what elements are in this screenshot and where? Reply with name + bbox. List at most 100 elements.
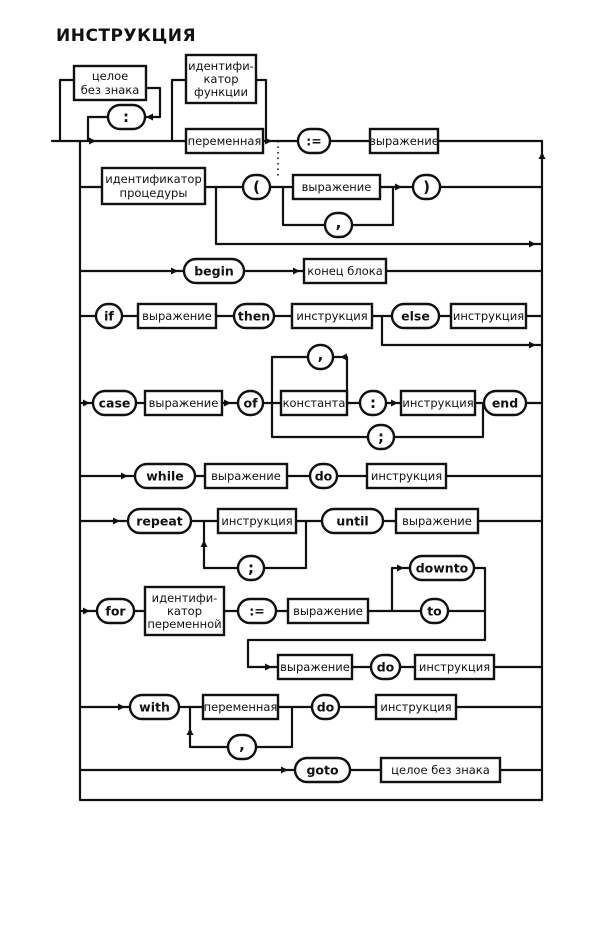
svg-text:идентифи-: идентифи- xyxy=(188,59,254,73)
svg-text::: : xyxy=(123,108,129,126)
arrowheads xyxy=(83,113,546,774)
svg-text:end: end xyxy=(492,396,518,411)
svg-text:,: , xyxy=(239,736,245,754)
svg-text:выражение: выражение xyxy=(280,660,350,674)
node-lparen: ( xyxy=(241,173,272,201)
svg-text:целое без знака: целое без знака xyxy=(391,763,490,777)
svg-text:;: ; xyxy=(248,559,254,577)
svg-text:do: do xyxy=(315,469,333,484)
node-colon: : xyxy=(106,103,147,131)
node-function-identifier: идентифи- катор функции xyxy=(184,53,258,105)
svg-text:переменная: переменная xyxy=(204,700,278,714)
node-of: of xyxy=(236,389,265,417)
svg-text:конец блока: конец блока xyxy=(307,264,383,278)
svg-text:выражение: выражение xyxy=(369,134,439,148)
node-do-3: do xyxy=(310,693,341,721)
svg-text:goto: goto xyxy=(306,763,339,778)
svg-text:with: with xyxy=(139,700,170,715)
svg-text:if: if xyxy=(104,309,114,324)
node-expression-6: выражение xyxy=(394,507,480,535)
svg-text:идентификатор: идентификатор xyxy=(105,172,202,186)
svg-text:инструкция: инструкция xyxy=(380,700,451,714)
svg-text:repeat: repeat xyxy=(136,514,183,529)
svg-text:функции: функции xyxy=(194,85,248,99)
node-repeat: repeat xyxy=(126,507,193,535)
diagram-title: ИНСТРУКЦИЯ xyxy=(56,26,197,46)
node-comma-1: , xyxy=(323,211,354,239)
svg-text:инструкция: инструкция xyxy=(453,309,524,323)
node-variable: переменная xyxy=(184,127,265,155)
svg-text:for: for xyxy=(105,604,126,619)
svg-text:выражение: выражение xyxy=(402,514,472,528)
svg-text:константа: константа xyxy=(283,396,346,410)
svg-text:переменной: переменной xyxy=(147,617,221,631)
node-begin: begin xyxy=(182,257,246,285)
svg-text:инструкция: инструкция xyxy=(296,309,367,323)
node-procedure-identifier: идентификатор процедуры xyxy=(100,166,207,206)
svg-text:инструкция: инструкция xyxy=(402,396,473,410)
node-end: end xyxy=(482,389,528,417)
svg-text:then: then xyxy=(238,309,270,324)
node-then: then xyxy=(232,302,276,330)
svg-text:идентифи-: идентифи- xyxy=(152,591,218,605)
node-for: for xyxy=(95,597,136,625)
svg-text:выражение: выражение xyxy=(149,396,219,410)
node-statement-3: инструкция xyxy=(399,389,477,417)
svg-text:инструкция: инструкция xyxy=(371,469,442,483)
node-variable-identifier: идентифи- катор переменной xyxy=(143,585,226,637)
svg-text:выражение: выражение xyxy=(293,604,363,618)
node-case: case xyxy=(91,389,138,417)
node-expression-4: выражение xyxy=(143,389,224,417)
svg-text::=: := xyxy=(249,604,264,619)
node-do-1: do xyxy=(308,462,339,490)
node-statement-4: инструкция xyxy=(365,462,448,490)
svg-text:until: until xyxy=(336,514,368,529)
node-colon-2: : xyxy=(358,389,388,417)
node-expression-5: выражение xyxy=(203,462,289,490)
node-goto: goto xyxy=(293,756,352,784)
node-semicolon-2: ; xyxy=(236,554,266,582)
node-unsigned-int: целое без знака xyxy=(379,756,502,784)
svg-text:инструкция: инструкция xyxy=(419,660,490,674)
node-while: while xyxy=(133,462,197,490)
node-unsigned-int-label: целое без знака xyxy=(72,64,148,102)
node-do-2: do xyxy=(369,653,402,681)
node-to: to xyxy=(419,597,450,625)
node-assign: := xyxy=(296,127,332,155)
svg-text::=: := xyxy=(306,134,321,149)
node-statement-7: инструкция xyxy=(374,693,458,721)
svg-text:переменная: переменная xyxy=(188,134,262,148)
svg-text:downto: downto xyxy=(416,561,469,576)
node-statement-6: инструкция xyxy=(413,653,496,681)
node-expression-7: выражение xyxy=(286,597,370,625)
svg-text:do: do xyxy=(377,660,395,675)
svg-text:case: case xyxy=(99,396,131,411)
node-semicolon-1: ; xyxy=(366,423,396,451)
svg-text:процедуры: процедуры xyxy=(120,186,188,200)
svg-text:begin: begin xyxy=(194,264,234,279)
svg-text:выражение: выражение xyxy=(142,309,212,323)
node-with: with xyxy=(128,693,181,721)
svg-text:(: ( xyxy=(253,178,260,196)
node-expression-8: выражение xyxy=(276,653,354,681)
svg-text:;: ; xyxy=(378,428,384,446)
node-rparen: ) xyxy=(411,173,442,201)
label-line-2: без знака xyxy=(81,83,140,97)
svg-text:выражение: выражение xyxy=(302,180,372,194)
node-else: else xyxy=(390,302,441,330)
svg-text:do: do xyxy=(317,700,335,715)
svg-text:of: of xyxy=(243,396,258,411)
node-expression-3: выражение xyxy=(136,302,218,330)
svg-text:else: else xyxy=(401,309,430,324)
svg-text:): ) xyxy=(423,178,430,196)
node-block-end: конец блока xyxy=(302,257,388,285)
connector-lines xyxy=(50,78,544,802)
svg-text:выражение: выражение xyxy=(211,469,281,483)
node-downto: downto xyxy=(408,554,476,582)
svg-text:катор: катор xyxy=(167,604,202,618)
svg-text:,: , xyxy=(336,214,342,232)
node-variable-2: переменная xyxy=(201,693,280,721)
node-comma-3: , xyxy=(226,733,258,761)
node-statement-5: инструкция xyxy=(216,507,298,535)
